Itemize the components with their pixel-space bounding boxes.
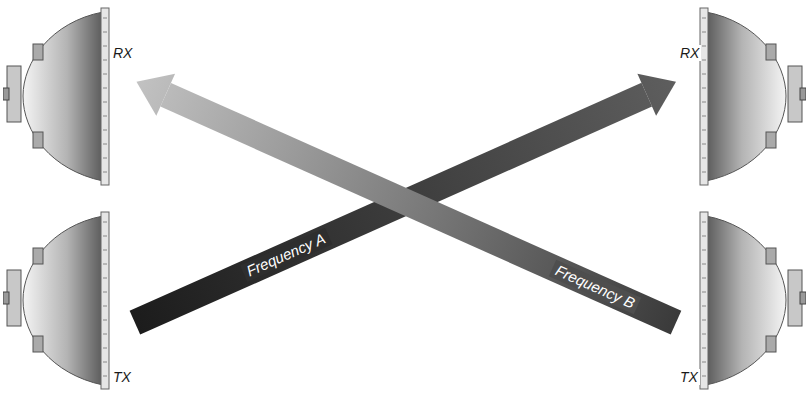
dish-drawing [3,208,133,393]
signal-arrow [136,74,681,335]
adjuster [33,248,43,264]
antenna-label: RX [678,45,701,61]
adjuster [33,132,43,148]
dish-antenna: TX [676,208,806,393]
dish-bowl [23,12,103,181]
mount-bolt [3,88,9,100]
adjuster [766,44,776,60]
dish-bowl [23,216,103,385]
arrow-band [160,83,681,335]
arrow-head [136,74,175,116]
adjuster [766,132,776,148]
dish-rim [700,212,708,389]
dish-rim [101,8,109,185]
adjuster [766,248,776,264]
mount-bolt [800,88,806,100]
dish-drawing [3,4,133,189]
frequency-label: Frequency A [240,228,332,282]
dish-rim [101,212,109,389]
dish-antenna: TX [3,208,135,393]
adjuster [33,44,43,60]
adjuster [33,336,43,352]
dish-bowl [706,12,786,181]
dish-antenna: RX [676,4,806,189]
mount-bolt [800,292,806,304]
dish-drawing [676,4,806,189]
dish-drawing [676,208,806,393]
arrow-head [637,74,676,116]
antenna-label: TX [111,369,133,385]
dish-rim [700,8,708,185]
adjuster [766,336,776,352]
mount-bolt [3,292,9,304]
antenna-label: TX [678,369,700,385]
frequency-label: Frequency B [549,259,641,313]
dish-bowl [706,216,786,385]
dish-antenna: RX [3,4,136,189]
antenna-label: RX [111,45,134,61]
